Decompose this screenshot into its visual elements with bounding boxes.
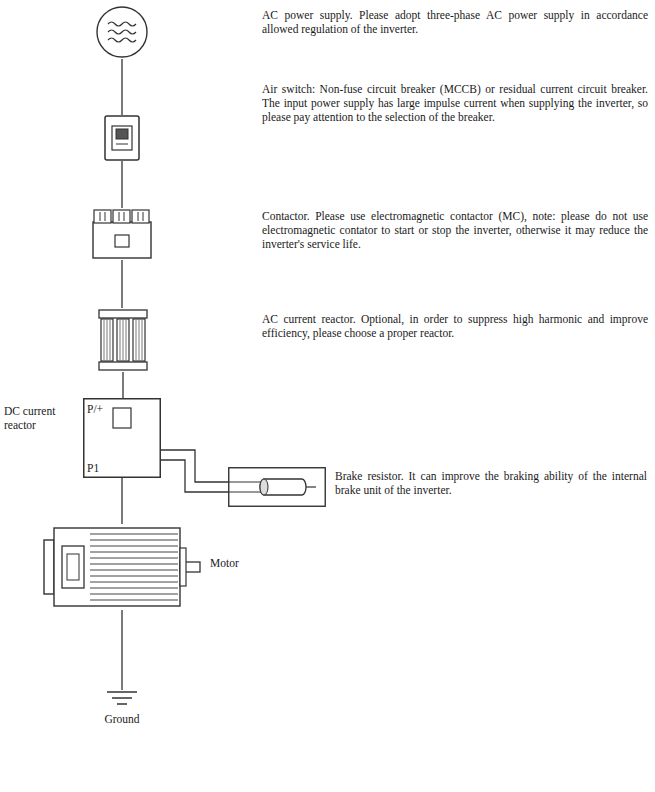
wire	[122, 372, 123, 398]
wire	[121, 610, 122, 690]
description-text: AC current reactor. Optional, in order t…	[262, 312, 648, 340]
contactor-icon: Contactor. Please use electromagnetic co…	[92, 208, 152, 260]
motor-icon: Motor	[42, 524, 202, 610]
breaker-icon: Air switch: Non-fuse circuit breaker (MC…	[104, 115, 140, 161]
part-label: Ground	[92, 712, 152, 726]
part-label: Motor	[210, 556, 260, 570]
motor-icon-drawing	[42, 524, 202, 610]
description-text: Air switch: Non-fuse circuit breaker (MC…	[262, 82, 648, 124]
wire	[121, 260, 122, 308]
terminal-label: P1	[87, 461, 113, 475]
description-text: Brake resistor. It can improve the braki…	[335, 469, 647, 497]
power-supply-symbol: AC power supply. Please adopt three-phas…	[95, 5, 149, 59]
side-label: DC current reactor	[4, 404, 74, 432]
ground-symbol: Ground	[107, 690, 137, 706]
contactor-icon-drawing	[92, 208, 152, 260]
wire	[121, 161, 122, 208]
ac-reactor-icon-drawing	[97, 308, 149, 372]
brake-resistor-box: Brake resistor. It can improve the braki…	[228, 467, 326, 507]
power-supply-symbol-drawing	[95, 5, 149, 59]
wire	[161, 450, 228, 482]
description-text: Contactor. Please use electromagnetic co…	[262, 209, 648, 251]
ac-reactor-icon: AC current reactor. Optional, in order t…	[97, 308, 149, 372]
wire	[161, 460, 228, 492]
brake-resistor-box-drawing	[228, 467, 326, 507]
breaker-icon-drawing	[104, 115, 140, 161]
inverter-box: DC current reactorP/+P1	[83, 398, 161, 478]
wire	[121, 59, 122, 115]
ground-symbol-drawing	[107, 690, 137, 706]
terminal-label: P/+	[87, 402, 113, 416]
description-text: AC power supply. Please adopt three-phas…	[262, 8, 648, 36]
wire	[121, 478, 122, 524]
